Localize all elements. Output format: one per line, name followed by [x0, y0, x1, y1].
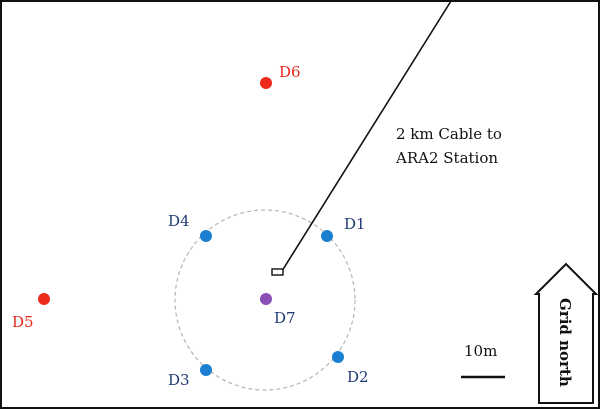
- station-d4-dot: [200, 230, 212, 242]
- station-d5-dot: [38, 293, 50, 305]
- cable-label-line2: ARA2 Station: [395, 149, 498, 167]
- cable-line: [281, 0, 452, 272]
- station-d7-dot: [260, 293, 272, 305]
- station-d3-dot: [200, 364, 212, 376]
- station-d7-label: D7: [274, 309, 296, 327]
- station-d2-dot: [332, 351, 344, 363]
- station-d1-dot: [321, 230, 333, 242]
- north-arrow-label: Grid north: [556, 298, 574, 387]
- north-arrow-icon: [533, 262, 599, 404]
- station-d2-label: D2: [347, 368, 369, 386]
- cable-junction-box: [271, 268, 284, 276]
- station-d4-label: D4: [168, 212, 190, 230]
- station-d6-label: D6: [279, 63, 301, 81]
- station-d3-label: D3: [168, 371, 190, 389]
- station-d5-label: D5: [12, 313, 34, 331]
- array-ring: [174, 209, 356, 391]
- station-d1-label: D1: [344, 215, 366, 233]
- station-d6-dot: [260, 77, 272, 89]
- cable-label-line1: 2 km Cable to: [396, 125, 502, 143]
- scale-bar-label: 10m: [464, 342, 497, 360]
